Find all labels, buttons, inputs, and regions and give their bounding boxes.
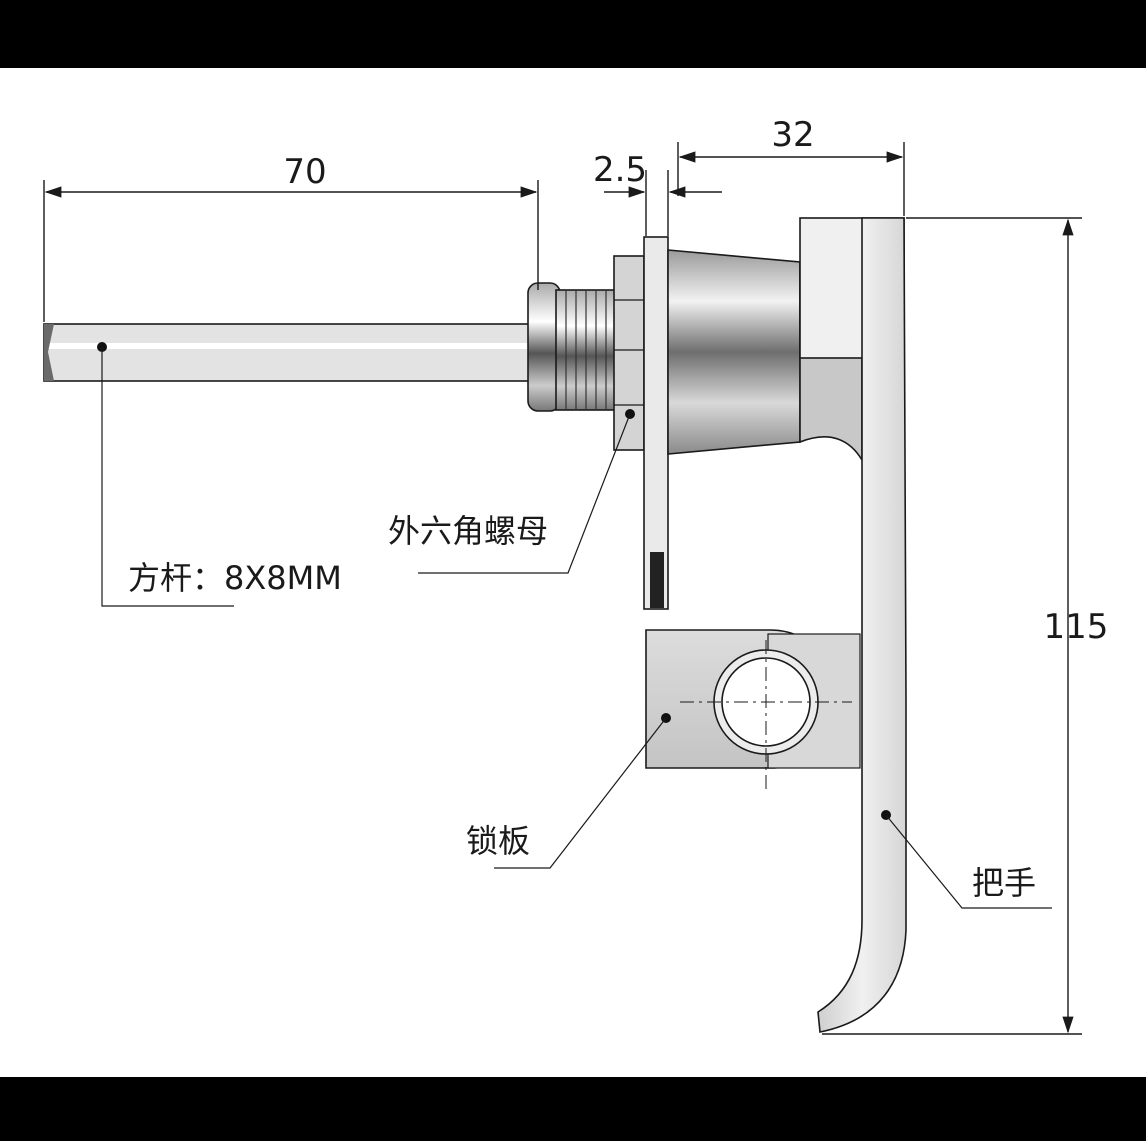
bottom-black-band — [0, 1077, 1146, 1141]
handle-label: 把手 — [972, 864, 1036, 902]
shaft-leader-line — [101, 347, 234, 607]
dimension-115 — [822, 217, 1082, 1035]
lock-plate-leader-line — [494, 717, 667, 869]
dimension-70-label: 70 — [283, 152, 326, 192]
dimension-2.5 — [604, 170, 722, 236]
dimension-70 — [43, 180, 539, 322]
lock-plate — [645, 629, 861, 790]
handle-lever — [817, 217, 907, 1033]
hex-nut-label: 外六角螺母 — [388, 512, 548, 550]
dimension-115-label: 115 — [1044, 607, 1109, 647]
dimension-32-label: 32 — [771, 115, 814, 155]
handle-leader-line — [885, 814, 1052, 909]
mounting-panel — [643, 236, 669, 610]
lock-cylinder — [527, 282, 617, 412]
dimension-32 — [677, 142, 905, 216]
drawing-background — [0, 68, 1146, 1077]
top-black-band — [0, 0, 1146, 68]
square-shaft — [43, 323, 531, 382]
square-shaft-label: 方杆：8X8MM — [128, 559, 342, 597]
dimension-2.5-label: 2.5 — [593, 150, 647, 190]
hex-nut — [613, 255, 645, 451]
lock-plate-label: 锁板 — [466, 822, 530, 860]
nut-leader-line — [418, 413, 631, 574]
